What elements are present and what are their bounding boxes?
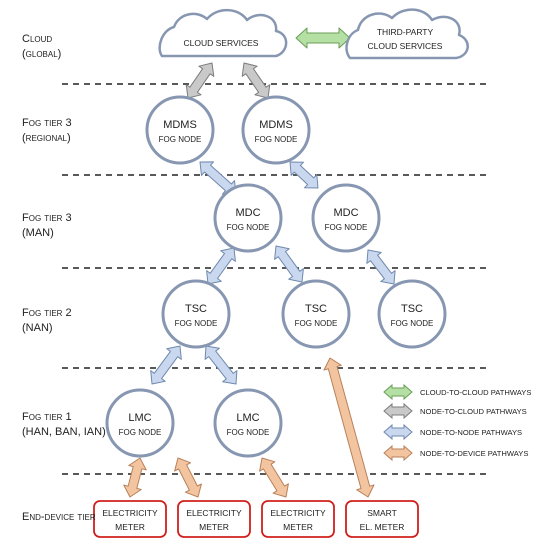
third-party-cloud-label-line2: CLOUD SERVICES bbox=[368, 41, 443, 51]
node-name: TSC bbox=[185, 303, 207, 315]
node-type: FOG NODE bbox=[175, 319, 218, 328]
node-circle bbox=[377, 279, 447, 349]
device-label-line1: ELECTRICITY bbox=[270, 508, 326, 518]
device-label-line2: METER bbox=[283, 522, 313, 532]
electricity-meter-device: ELECTRICITY METER bbox=[261, 500, 335, 538]
legend-arrow-icon bbox=[383, 444, 413, 462]
node-to-device-arrow bbox=[174, 457, 202, 498]
node-circle bbox=[311, 183, 381, 253]
node-name: LMC bbox=[236, 412, 259, 424]
legend-arrow-icon bbox=[383, 383, 413, 401]
tier-label-fog-tier1: Fog tier 1(HAN, BAN, IAN) bbox=[22, 411, 106, 438]
legend-label: NODE-TO-CLOUD PATHWAYS bbox=[420, 407, 527, 416]
device-box bbox=[93, 500, 167, 538]
node-name: TSC bbox=[401, 303, 423, 315]
node-circle bbox=[213, 183, 283, 253]
third-party-cloud-shape bbox=[345, 8, 469, 60]
device-box bbox=[261, 500, 335, 538]
tier-label-fog-nan: Fog tier 2(NAN) bbox=[22, 307, 72, 334]
node-name: MDC bbox=[235, 207, 260, 219]
legend-item: NODE-TO-CLOUD PATHWAYS bbox=[383, 402, 527, 420]
node-name: MDC bbox=[333, 207, 358, 219]
lmc-node: LMC FOG NODE bbox=[213, 388, 283, 458]
node-type: FOG NODE bbox=[119, 428, 162, 437]
legend-label: NODE-TO-NODE PATHWAYS bbox=[420, 428, 522, 437]
device-label-line2: METER bbox=[199, 522, 229, 532]
node-to-node-arrow bbox=[150, 345, 182, 385]
electricity-meter-device: ELECTRICITY METER bbox=[177, 500, 251, 538]
node-to-node-arrow bbox=[366, 249, 396, 285]
mdms-node: MDMS FOG NODE bbox=[145, 95, 215, 165]
node-to-device-arrow bbox=[123, 457, 147, 498]
cloud-services-label: CLOUD SERVICES bbox=[184, 38, 259, 48]
node-name: MDMS bbox=[163, 119, 197, 131]
third-party-cloud-label-line1: THIRD-PARTY bbox=[377, 27, 434, 37]
node-to-cloud-arrow bbox=[241, 62, 271, 99]
device-label-line1: SMART bbox=[367, 508, 397, 518]
node-circle bbox=[281, 279, 351, 349]
legend-arrow-icon bbox=[383, 423, 413, 441]
node-circle bbox=[105, 388, 175, 458]
node-name: LMC bbox=[128, 412, 151, 424]
node-name: MDMS bbox=[259, 119, 293, 131]
device-label-line1: ELECTRICITY bbox=[102, 508, 158, 518]
lmc-node: LMC FOG NODE bbox=[105, 388, 175, 458]
node-type: FOG NODE bbox=[227, 223, 270, 232]
mdc-node: MDC FOG NODE bbox=[213, 183, 283, 253]
node-circle bbox=[145, 95, 215, 165]
device-label-line2: METER bbox=[115, 522, 145, 532]
node-to-device-arrow bbox=[323, 357, 375, 498]
node-type: FOG NODE bbox=[227, 428, 270, 437]
legend-label: NODE-TO-DEVICE PATHWAYS bbox=[420, 449, 528, 458]
node-type: FOG NODE bbox=[391, 319, 434, 328]
tier-label-end-device: End-device tier bbox=[22, 511, 96, 523]
tsc-node: TSC FOG NODE bbox=[377, 279, 447, 349]
mdc-node: MDC FOG NODE bbox=[311, 183, 381, 253]
legend-item: NODE-TO-DEVICE PATHWAYS bbox=[383, 444, 528, 462]
mdms-node: MDMS FOG NODE bbox=[241, 95, 311, 165]
tier-label-fog-regional: Fog tier 3(regional) bbox=[22, 117, 72, 144]
node-to-node-arrow bbox=[289, 161, 319, 189]
device-label-line1: ELECTRICITY bbox=[186, 508, 242, 518]
node-to-node-arrow bbox=[206, 247, 236, 285]
smart-meter-device: SMART EL. METER bbox=[345, 500, 419, 538]
node-type: FOG NODE bbox=[159, 135, 202, 144]
electricity-meter-device: ELECTRICITY METER bbox=[93, 500, 167, 538]
node-to-node-arrow bbox=[204, 345, 238, 385]
node-to-node-arrow bbox=[274, 245, 304, 283]
tier-label-cloud: Cloud(global) bbox=[22, 33, 62, 60]
node-type: FOG NODE bbox=[295, 319, 338, 328]
node-type: FOG NODE bbox=[325, 223, 368, 232]
tsc-node: TSC FOG NODE bbox=[281, 279, 351, 349]
node-circle bbox=[213, 388, 283, 458]
tier-label-fog-man: Fog tier 3(MAN) bbox=[22, 212, 72, 239]
node-to-cloud-arrow bbox=[185, 62, 215, 99]
cloud-to-cloud-arrow bbox=[295, 27, 351, 49]
legend-item: CLOUD-TO-CLOUD PATHWAYS bbox=[383, 383, 531, 401]
tsc-node: TSC FOG NODE bbox=[161, 279, 231, 349]
node-type: FOG NODE bbox=[255, 135, 298, 144]
cloud-services-shape bbox=[158, 8, 288, 58]
legend-label: CLOUD-TO-CLOUD PATHWAYS bbox=[420, 388, 531, 397]
legend-arrow-icon bbox=[383, 402, 413, 420]
device-label-line2: EL. METER bbox=[360, 522, 405, 532]
legend-item: NODE-TO-NODE PATHWAYS bbox=[383, 423, 522, 441]
node-circle bbox=[241, 95, 311, 165]
node-name: TSC bbox=[305, 303, 327, 315]
device-box bbox=[177, 500, 251, 538]
device-box bbox=[345, 500, 419, 538]
node-to-device-arrow bbox=[259, 457, 289, 498]
node-circle bbox=[161, 279, 231, 349]
